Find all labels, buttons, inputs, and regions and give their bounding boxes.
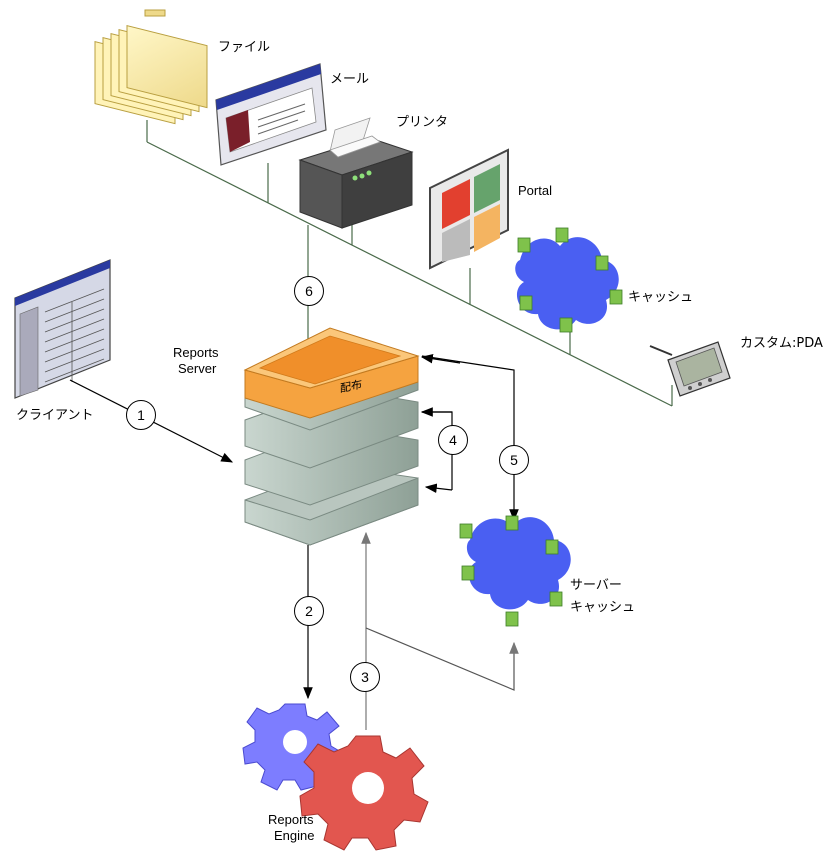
server-cache-cloud-icon	[459, 515, 571, 627]
server-cache-link	[421, 355, 519, 522]
reports-server-label-line1: Reports	[173, 345, 219, 360]
step-2-badge: 2	[294, 596, 324, 626]
portal-screen-icon	[429, 148, 509, 270]
reports-engine-label-line1: Reports	[268, 812, 314, 827]
client-label: クライアント	[16, 408, 94, 423]
mail-window-icon	[215, 63, 327, 166]
client-window-icon	[14, 259, 111, 399]
cache-cloud-icon	[515, 227, 623, 333]
step-1-badge: 1	[126, 400, 156, 430]
step-5-badge: 5	[499, 445, 529, 475]
reports-server-stack	[243, 327, 420, 546]
step-6-badge: 6	[294, 276, 324, 306]
file-label: ファイル	[218, 40, 271, 55]
reports-server-label-line2: Server	[178, 361, 217, 376]
file-folders-icon	[94, 9, 208, 125]
printer-label: プリンタ	[396, 115, 449, 130]
server-cache-label-line2: キャッシュ	[570, 600, 636, 615]
server-cache-return-arrow	[420, 353, 461, 364]
server-cache-label-line1: サーバー	[570, 578, 622, 593]
printer-icon	[298, 117, 414, 229]
portal-label: Portal	[518, 183, 552, 198]
cache-label: キャッシュ	[628, 290, 694, 305]
step-3-badge: 3	[350, 662, 380, 692]
mail-label: メール	[330, 72, 370, 87]
custom-pda-label: カスタム:PDA	[740, 336, 823, 351]
reports-engine-label-line2: Engine	[274, 828, 315, 843]
reports-engine-gears-icon	[242, 703, 429, 851]
step-4-badge: 4	[438, 425, 468, 455]
engine-to-cache-arrow	[365, 627, 519, 691]
pda-icon	[649, 341, 731, 397]
queue-loop-arrows	[420, 407, 453, 494]
